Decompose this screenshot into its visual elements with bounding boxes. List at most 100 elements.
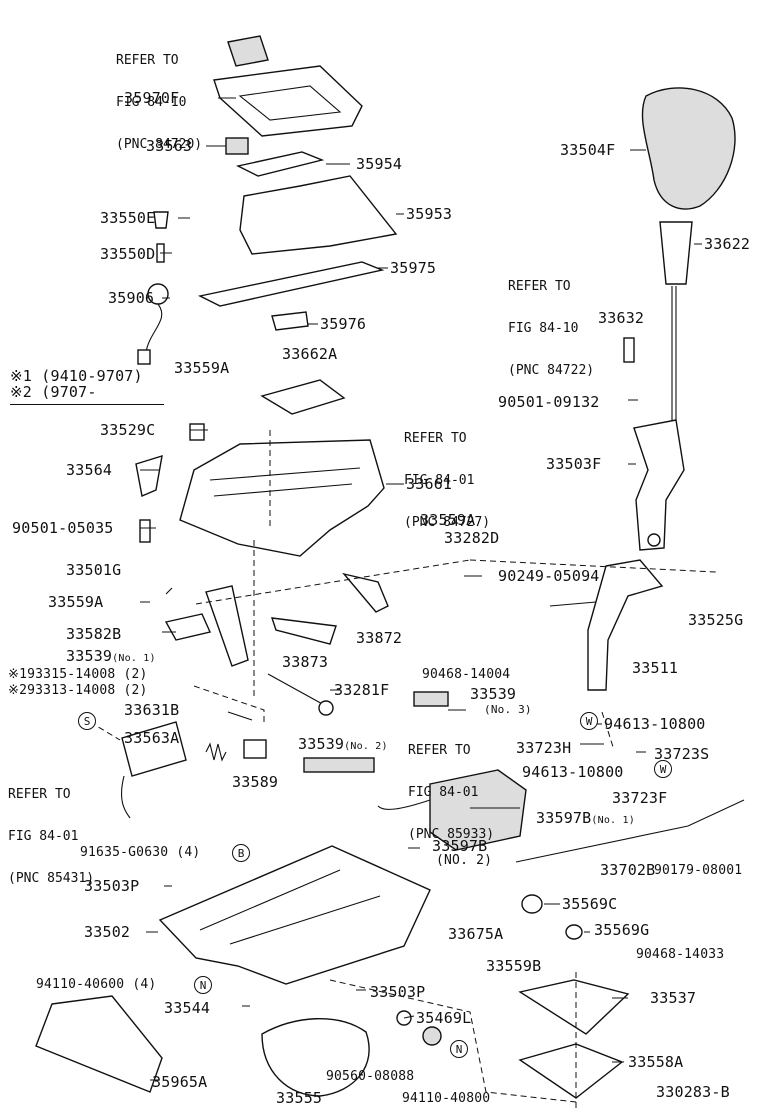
part-label: 90249-05094: [498, 567, 600, 585]
legend-rule: [10, 404, 164, 405]
refer-line: REFER TO: [8, 787, 71, 802]
part-label: 90501-05035: [12, 519, 114, 537]
part-label: 33550E: [100, 209, 156, 227]
part-label: 35976: [320, 315, 367, 333]
part-qualifier: (NO. 2): [436, 853, 493, 868]
part-label: ※193315-14008 (2): [8, 667, 148, 682]
legend-line-1: ※1 (9410-9707): [10, 367, 143, 385]
part-number: 33539: [66, 647, 113, 665]
part-label: 33675A: [448, 925, 504, 943]
part-label: ※293313-14008 (2): [8, 683, 148, 698]
part-label: 35953: [406, 205, 453, 223]
part-label: 35970F: [124, 89, 180, 107]
part-label: 94613-10800: [522, 763, 624, 781]
part-label: 33563: [146, 137, 193, 155]
part-label: 33597B: [432, 837, 488, 855]
part-label: 33632: [598, 309, 645, 327]
part-label: 33662A: [282, 345, 338, 363]
shift-base-frame-part: [158, 845, 431, 985]
part-qualifier: (No. 3): [484, 703, 532, 716]
part-label-33539-no2: 33539(No. 2): [298, 736, 388, 755]
indicator-housing-part: [213, 65, 363, 137]
part-label: 33281F: [334, 681, 390, 699]
part-label: 33537: [650, 989, 697, 1007]
part-label: 33282D: [444, 529, 500, 547]
part-label: 94110-40600 (4): [36, 977, 157, 992]
part-label: 33503P: [84, 877, 140, 895]
part-label: 33559A: [48, 593, 104, 611]
part-label: 90501-09132: [498, 393, 600, 411]
symbol-n-marker: N: [194, 976, 212, 994]
refer-line: REFER TO: [508, 279, 571, 294]
part-qualifier: (No. 1): [591, 815, 635, 826]
part-label: 90468-14033: [636, 947, 725, 962]
part-label: 90560-08088: [326, 1069, 415, 1084]
part-label: 33563A: [124, 729, 180, 747]
part-label-33539-no3: 33539: [470, 686, 516, 702]
part-label: 35469L: [416, 1009, 472, 1027]
refer-block-84722: REFER TO FIG 84-10 (PNC 84722): [508, 252, 594, 392]
part-label: 33589: [232, 773, 279, 791]
shift-lock-ecu-part: [429, 769, 527, 851]
part-label: 33702B: [600, 861, 656, 879]
part-label-33597b-no1: 33597B(No. 1): [536, 810, 635, 829]
part-label: 33555: [276, 1089, 323, 1107]
part-label: 94613-10800: [604, 715, 706, 733]
part-label: 94110-40800: [402, 1091, 491, 1106]
symbol-s-marker: S: [78, 712, 96, 730]
part-label: 91635-G0630 (4): [80, 845, 201, 860]
part-label: 33622: [704, 235, 751, 253]
refer-block-85933: REFER TO FIG 84-01 (PNC 85933): [408, 716, 494, 856]
refer-line: FIG 84-01: [408, 785, 479, 800]
part-label: 35965A: [152, 1073, 208, 1091]
part-label: 33504F: [560, 141, 616, 159]
part-label: 33872: [356, 629, 403, 647]
part-label: 35954: [356, 155, 403, 173]
part-label: 35569C: [562, 895, 618, 913]
part-qualifier: (No. 2): [344, 741, 388, 752]
part-label: 33558A: [628, 1053, 684, 1071]
refer-line: REFER TO: [404, 431, 467, 446]
diagram-reference-code: 330283-B: [656, 1083, 730, 1101]
part-label: 33661: [406, 475, 453, 493]
refer-line: (PNC 84722): [508, 363, 595, 378]
refer-line: FIG 84-01: [8, 829, 79, 844]
refer-line: FIG 84-10: [508, 321, 579, 336]
part-label: 33502: [84, 923, 131, 941]
refer-line: REFER TO: [408, 743, 471, 758]
part-number: 33597B: [536, 809, 592, 827]
part-label: 33503P: [370, 983, 426, 1001]
part-label: 33873: [282, 653, 329, 671]
refer-block-84727: REFER TO FIG 84-01 (PNC 84727): [404, 404, 490, 544]
part-label: 33529C: [100, 421, 156, 439]
refer-line: (PNC 84720): [116, 137, 203, 152]
shift-lever-base-part: [179, 439, 385, 557]
part-number: 33539: [470, 685, 517, 703]
part-label: 33511: [632, 659, 679, 677]
refer-line: (PNC 85431): [8, 871, 95, 886]
refer-block-84720: REFER TO FIG 84-10 (PNC 84720): [116, 26, 202, 166]
shift-knob-part: [641, 87, 736, 210]
refer-line: REFER TO: [116, 53, 179, 68]
part-label: 33559A: [420, 511, 476, 529]
part-label: 33723H: [516, 739, 572, 757]
symbol-n-marker: N: [450, 1040, 468, 1058]
part-qualifier: (No. 1): [112, 653, 156, 664]
part-label: 33501G: [66, 561, 122, 579]
part-label: 33631B: [124, 701, 180, 719]
refer-block-85431: REFER TO FIG 84-01 (PNC 85431): [8, 760, 94, 900]
part-label: 33525G: [688, 611, 744, 629]
symbol-w-marker: W: [580, 712, 598, 730]
part-label: 33550D: [100, 245, 156, 263]
switch-part: [227, 35, 269, 67]
symbol-b-marker: B: [232, 844, 250, 862]
refer-line: FIG 84-10: [116, 95, 187, 110]
part-label: 33559B: [486, 957, 542, 975]
part-label: 90468-14004: [422, 667, 511, 682]
part-label: 33544: [164, 999, 211, 1017]
part-label: 33582B: [66, 625, 122, 643]
part-number: 33539: [298, 735, 345, 753]
part-label: 33723F: [612, 789, 668, 807]
refer-line: FIG 84-01: [404, 473, 475, 488]
